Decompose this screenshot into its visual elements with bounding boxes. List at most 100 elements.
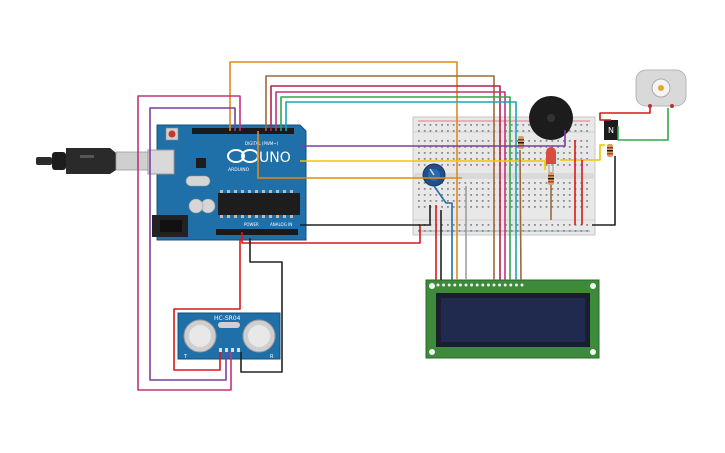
breadboard-hole [545, 230, 548, 232]
breadboard-hole [505, 164, 507, 166]
breadboard-hole [557, 146, 559, 148]
breadboard-hole [476, 206, 478, 208]
breadboard-hole [586, 230, 588, 232]
breadboard-hole [452, 140, 455, 142]
breadboard-hole [539, 206, 542, 208]
breadboard-hole [487, 152, 490, 154]
breadboard-hole [534, 146, 536, 148]
breadboard-hole [557, 206, 559, 208]
breadboard-hole [505, 206, 507, 208]
breadboard-hole [470, 164, 472, 166]
breadboard-hole [481, 200, 484, 202]
breadboard-hole [476, 188, 478, 190]
breadboard-hole [539, 158, 542, 160]
breadboard-hole [568, 224, 571, 226]
breadboard-hole [545, 164, 548, 166]
breadboard-hole [447, 194, 449, 196]
breadboard-hole [516, 140, 519, 142]
breadboard-hole [522, 206, 525, 208]
wire-red-sensor [173, 238, 241, 371]
wire-black-sensor [240, 238, 283, 373]
breadboard-hole [516, 230, 519, 232]
breadboard-hole [528, 230, 530, 232]
breadboard-hole [580, 152, 583, 154]
breadboard-hole [586, 164, 588, 166]
breadboard-hole [528, 224, 530, 226]
breadboard-hole [487, 206, 490, 208]
breadboard-hole [528, 188, 530, 190]
wire-orange-2 [257, 131, 462, 179]
breadboard-hole [563, 140, 565, 142]
breadboard-hole [522, 158, 525, 160]
breadboard-hole [435, 194, 438, 196]
wire-red-power [241, 225, 421, 244]
breadboard-hole [557, 164, 559, 166]
breadboard-hole [505, 146, 507, 148]
breadboard-hole [539, 152, 542, 154]
resistor [518, 136, 524, 149]
breadboard-hole [481, 152, 484, 154]
breadboard-hole [539, 224, 542, 226]
breadboard-hole [476, 194, 478, 196]
breadboard-hole [429, 200, 432, 202]
breadboard-hole [534, 164, 536, 166]
breadboard-hole [568, 188, 571, 190]
breadboard-hole [487, 124, 490, 126]
breadboard-hole [447, 224, 449, 226]
breadboard-hole [568, 182, 571, 184]
breadboard-hole [528, 194, 530, 196]
breadboard-hole [452, 188, 455, 190]
breadboard-hole [447, 152, 449, 154]
breadboard-hole [458, 140, 461, 142]
breadboard-hole [476, 224, 478, 226]
breadboard-hole [545, 224, 548, 226]
breadboard-hole [516, 130, 519, 132]
breadboard-hole [476, 124, 478, 126]
breadboard-hole [429, 140, 432, 142]
breadboard-hole [418, 188, 420, 190]
digital-header [192, 128, 294, 134]
crystal [185, 175, 211, 187]
sensor-pin-r: R [270, 354, 274, 360]
breadboard-hole [423, 158, 426, 160]
breadboard-hole [435, 140, 438, 142]
breadboard-hole [568, 158, 571, 160]
wire-green [280, 96, 511, 280]
breadboard-hole [568, 164, 571, 166]
breadboard-hole [516, 224, 519, 226]
breadboard-hole [545, 182, 548, 184]
breadboard-hole [505, 158, 507, 160]
breadboard-hole [441, 140, 443, 142]
breadboard-hole [435, 152, 438, 154]
breadboard-hole [586, 152, 588, 154]
breadboard-hole [568, 130, 571, 132]
breadboard-hole [423, 130, 426, 132]
breadboard-hole [458, 182, 461, 184]
breadboard-hole [586, 224, 588, 226]
breadboard-hole [435, 124, 438, 126]
breadboard-hole [580, 230, 583, 232]
breadboard-hole [586, 158, 588, 160]
led [546, 147, 556, 172]
breadboard-hole [470, 188, 472, 190]
breadboard-hole [441, 146, 443, 148]
wire-brown-lcd [519, 149, 522, 281]
breadboard-hole [470, 124, 472, 126]
breadboard-hole [470, 158, 472, 160]
breadboard-hole [522, 130, 525, 132]
breadboard-hole [505, 140, 507, 142]
wire-magenta [275, 91, 506, 280]
wire-red-bb [574, 140, 583, 225]
breadboard-hole [574, 124, 577, 126]
breadboard-hole [580, 140, 583, 142]
breadboard-hole [470, 200, 472, 202]
lcd-pin [458, 283, 462, 287]
breadboard-hole [441, 188, 443, 190]
breadboard-hole [481, 182, 484, 184]
potentiometer [422, 163, 446, 187]
breadboard-hole [505, 200, 507, 202]
breadboard-hole [464, 152, 467, 154]
breadboard-hole [481, 188, 484, 190]
breadboard-hole [580, 158, 583, 160]
